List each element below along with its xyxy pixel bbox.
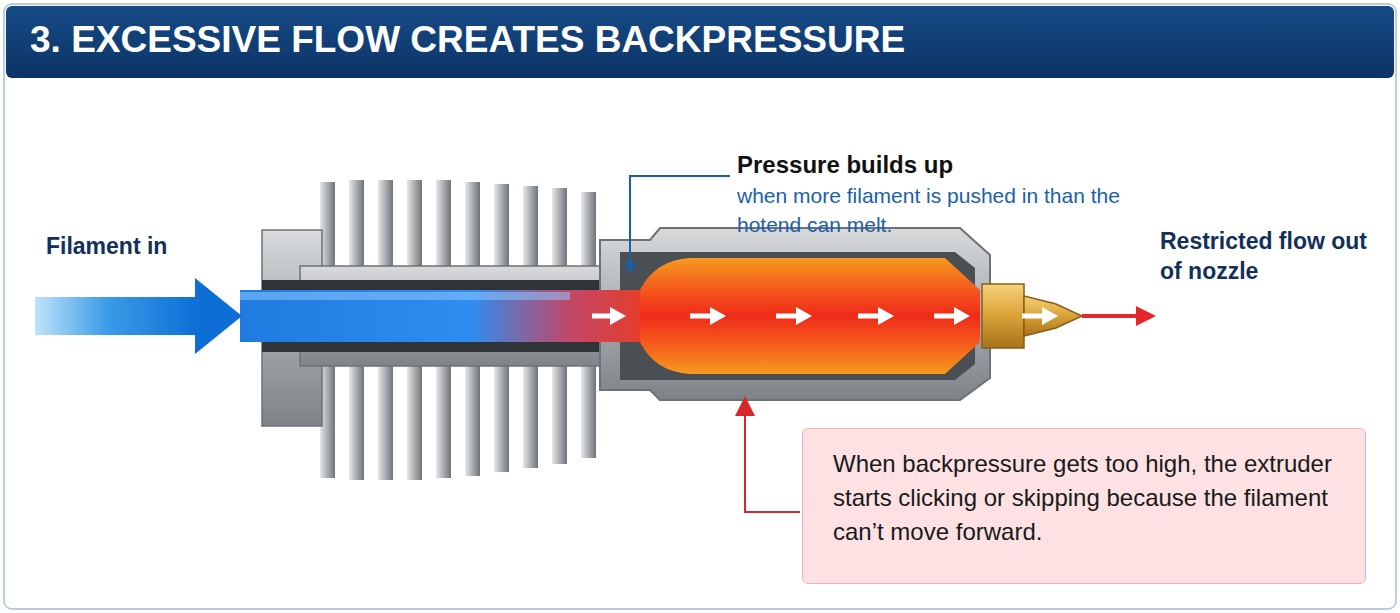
leader-line xyxy=(630,176,730,266)
flow-arrows xyxy=(592,307,1058,325)
fin xyxy=(407,180,422,280)
fin xyxy=(436,180,451,280)
outer-frame xyxy=(4,4,1396,609)
fin xyxy=(407,352,422,480)
flow-arrow xyxy=(610,307,626,325)
callout-body: when more filament is pushed in than the… xyxy=(737,181,1127,239)
flow-arrow xyxy=(934,314,956,319)
fin xyxy=(378,352,393,480)
flow-arrow xyxy=(796,307,812,325)
melt-chamber xyxy=(560,258,980,374)
fin xyxy=(349,180,364,280)
fin xyxy=(465,352,480,476)
flow-arrow xyxy=(592,314,612,319)
flow-arrow xyxy=(858,314,880,319)
fin xyxy=(552,352,567,464)
flow-arrow xyxy=(690,314,712,319)
title-band xyxy=(6,6,1394,78)
flow-arrow xyxy=(954,307,970,325)
fin xyxy=(581,352,596,458)
flow-arrow xyxy=(1042,307,1058,325)
fin xyxy=(349,352,364,480)
input-label: Filament in xyxy=(46,232,246,260)
fin xyxy=(378,180,393,280)
filament xyxy=(240,290,640,342)
flow-arrow xyxy=(1022,314,1044,319)
output-label: Restricted flow out of nozzle xyxy=(1160,226,1380,286)
diagram-title: 3. EXCESSIVE FLOW CREATES BACKPRESSURE xyxy=(30,19,1370,61)
callout-heading: Pressure builds up xyxy=(737,150,1097,180)
note-box: When backpressure gets too high, the ext… xyxy=(802,428,1366,584)
input-arrow-shaft xyxy=(35,297,197,335)
leader-arrow-head xyxy=(624,262,636,274)
output-arrow-head xyxy=(1136,306,1156,326)
filament-highlight xyxy=(240,292,570,300)
leader-line xyxy=(745,406,800,512)
flow-arrow xyxy=(878,307,894,325)
input-arrow-head xyxy=(195,278,242,354)
fin xyxy=(494,352,509,472)
fin xyxy=(436,352,451,478)
flow-arrow xyxy=(710,307,726,325)
flow-arrow xyxy=(776,314,798,319)
output-arrow-shaft xyxy=(1082,314,1140,318)
fin xyxy=(523,352,538,468)
nozzle-nut xyxy=(982,284,1024,348)
note-text: When backpressure gets too high, the ext… xyxy=(833,447,1345,549)
